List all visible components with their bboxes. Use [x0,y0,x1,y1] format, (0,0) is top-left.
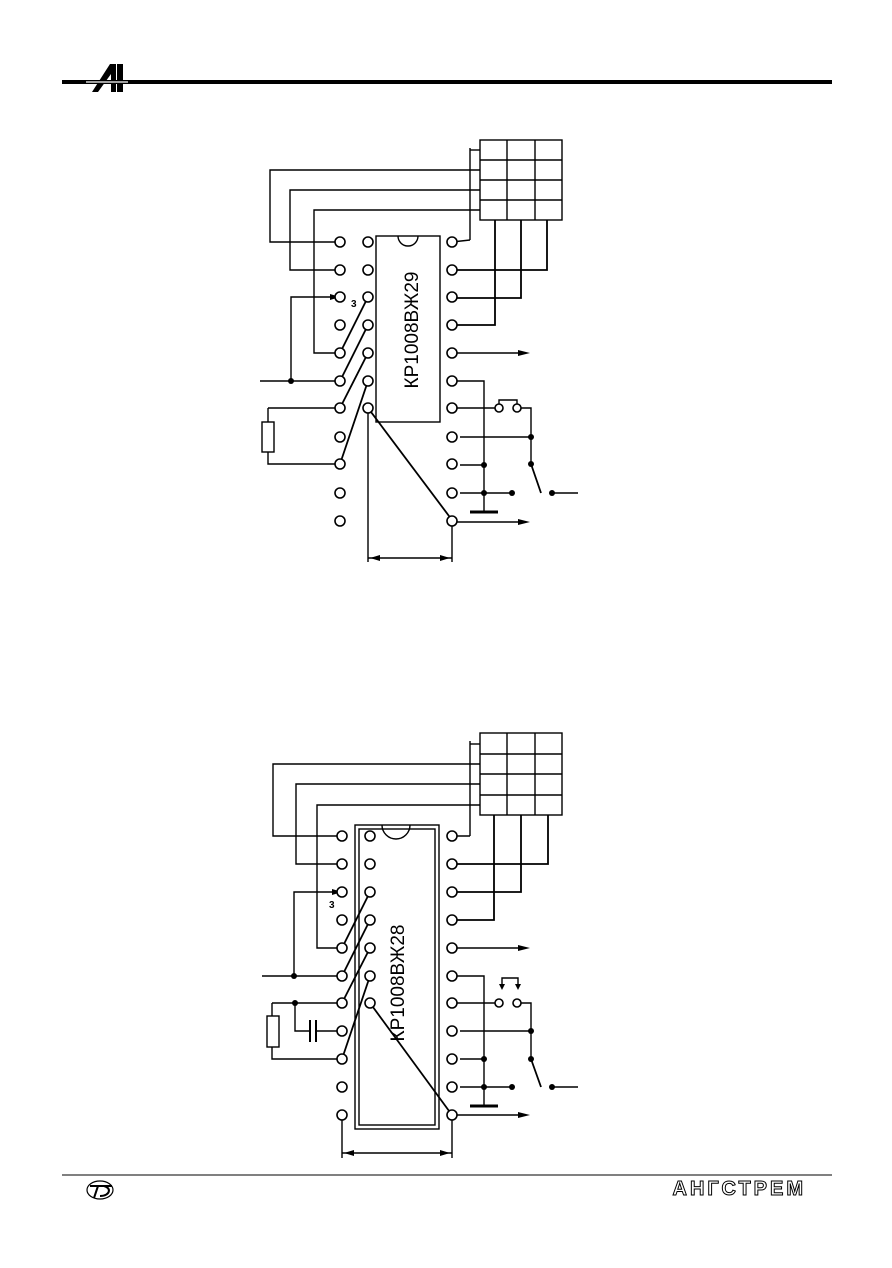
chip-1: КР1008ВЖ29 [375,235,441,423]
footer-brand: АНГСТРЕМ [672,1178,806,1201]
schematic-1: КР1008ВЖ29 [260,139,578,562]
wiring-2 [262,741,578,1158]
keypad-2 [479,732,563,816]
pin-marker: 3 [351,299,357,310]
header [62,64,832,92]
chip-label: КР1008ВЖ28 [388,925,409,1042]
company-emblem-icon [86,1180,114,1200]
footer [62,1174,832,1200]
pins-2: 3 [291,830,555,1121]
wiring-1 [260,148,578,562]
keypad-1 [479,139,563,221]
schematic-2: КР1008ВЖ28 [262,732,578,1158]
pin-marker: 3 [329,900,335,911]
angstrem-logo-icon [86,64,128,92]
chip-notch [381,824,411,840]
pins-1: 3 [288,236,555,527]
chip-label: КР1008ВЖ29 [402,272,423,389]
chip-notch [397,235,419,247]
